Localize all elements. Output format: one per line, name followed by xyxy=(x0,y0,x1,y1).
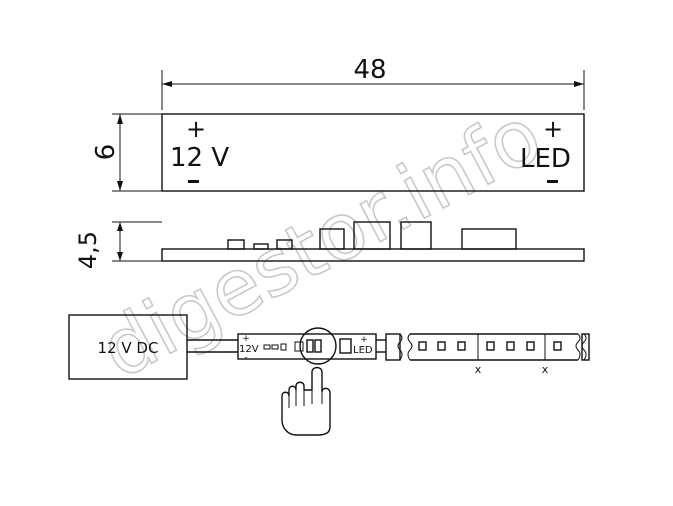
input-label: 12 V xyxy=(170,143,229,173)
power-supply-label: 12 V DC xyxy=(98,339,159,357)
width-dimension: 48 xyxy=(161,55,585,110)
board-top-view: + 12 V + LED xyxy=(161,113,585,192)
dimmer-board: + 12V - + LED - xyxy=(237,333,377,364)
component-6 xyxy=(400,221,432,250)
width-label: 48 xyxy=(353,55,386,85)
led-strip: x x xyxy=(407,333,590,376)
cut-mark-1: x xyxy=(475,363,482,376)
output-plus: + xyxy=(543,115,563,143)
component-3 xyxy=(276,239,293,250)
small-output-minus: - xyxy=(362,354,365,364)
small-input-minus: - xyxy=(244,353,247,363)
dimmer-button-left[interactable] xyxy=(306,339,314,353)
component-1 xyxy=(227,239,245,250)
component-2 xyxy=(253,243,269,250)
led-6 xyxy=(526,341,535,351)
pointing-hand-icon xyxy=(281,366,331,436)
led-2 xyxy=(437,341,446,351)
cut-mark-2: x xyxy=(542,363,549,376)
led-1 xyxy=(418,341,427,351)
connector xyxy=(376,333,403,361)
power-supply: 12 V DC xyxy=(68,314,188,380)
thickness-label: 4,5 xyxy=(74,231,102,269)
led-4 xyxy=(486,341,495,351)
output-minus-mark xyxy=(547,180,558,183)
board-side-view xyxy=(161,221,585,262)
led-7 xyxy=(553,341,562,351)
height-dimension: 9 xyxy=(88,113,162,192)
small-output-plus: + xyxy=(360,335,368,345)
led-3 xyxy=(457,341,466,351)
height-label: 9 xyxy=(88,144,118,161)
power-wires xyxy=(187,339,238,353)
input-plus: + xyxy=(186,115,206,143)
small-output-label: LED xyxy=(353,345,373,356)
output-label: LED xyxy=(520,144,571,174)
button-highlight-circle xyxy=(299,327,337,365)
dimmer-button-right[interactable] xyxy=(314,339,322,353)
thickness-dimension: 4,5 xyxy=(74,221,162,269)
led-5 xyxy=(506,341,515,351)
small-input-plus: + xyxy=(242,334,250,344)
component-7 xyxy=(461,228,517,250)
input-minus-mark xyxy=(188,180,199,183)
small-input-label: 12V xyxy=(239,344,259,355)
component-4 xyxy=(319,228,345,250)
component-5 xyxy=(353,221,391,250)
